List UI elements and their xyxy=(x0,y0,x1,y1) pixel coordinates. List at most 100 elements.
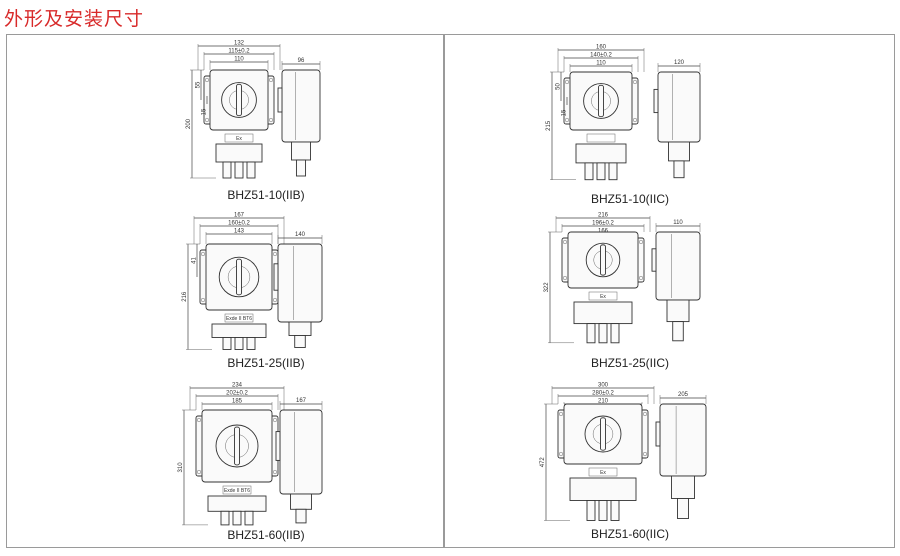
mounting-hole xyxy=(204,117,210,123)
model-caption: BHZ51-60(IIC) xyxy=(590,527,670,541)
offset-label: 15 xyxy=(562,109,568,116)
dimension-label: 196±0.2 xyxy=(592,221,614,227)
cable-gland xyxy=(220,510,230,526)
cable-gland xyxy=(586,323,596,344)
nameplate xyxy=(224,133,254,143)
side-cable-gland xyxy=(673,160,685,179)
side-handle xyxy=(277,87,283,113)
lower-housing xyxy=(215,143,263,163)
mounting-hole xyxy=(558,451,564,457)
dimension-label: 234 xyxy=(232,383,243,389)
switch-handle xyxy=(600,417,606,451)
dimension-label: 160 xyxy=(596,45,607,51)
nameplate-label: Exde II BT6 xyxy=(224,488,250,494)
nameplate-label: Exde II BT6 xyxy=(226,316,252,322)
mounting-hole xyxy=(200,297,206,303)
dimension-label: 160±0.2 xyxy=(228,221,250,227)
mounting-hole xyxy=(564,117,570,123)
side-depth-label: 167 xyxy=(296,398,307,404)
height-label: 200 xyxy=(186,118,192,129)
side-cable-gland xyxy=(295,159,307,177)
cable-gland xyxy=(598,500,608,521)
side-handle xyxy=(275,431,281,461)
height-label: 322 xyxy=(544,282,550,293)
cable-gland xyxy=(234,161,244,179)
mounting-hole xyxy=(196,469,202,475)
mounting-hole xyxy=(638,239,644,245)
side-lower-body xyxy=(291,141,311,161)
cable-gland xyxy=(610,323,620,344)
cable-gland xyxy=(222,337,232,350)
left-panel xyxy=(6,34,444,548)
side-handle xyxy=(273,263,279,291)
mounting-hole xyxy=(268,77,274,83)
lower-housing xyxy=(575,143,627,164)
cable-gland xyxy=(596,162,606,181)
mounting-hole xyxy=(632,117,638,123)
offset-label: 55 xyxy=(196,81,202,88)
height-label: 472 xyxy=(540,457,546,468)
nameplate-label: Ex xyxy=(236,136,242,142)
side-housing xyxy=(279,409,323,495)
model-caption: BHZ51-25(IIB) xyxy=(227,356,305,370)
dimension-label: 216 xyxy=(598,213,609,219)
side-housing xyxy=(657,71,701,143)
mounting-hole xyxy=(642,451,648,457)
dimension-label: 110 xyxy=(234,57,244,63)
mounting-hole xyxy=(638,275,644,281)
cable-gland xyxy=(246,337,256,350)
lower-housing xyxy=(573,301,633,325)
cable-gland xyxy=(598,323,608,344)
mounting-hole xyxy=(272,417,278,423)
cable-gland xyxy=(244,510,254,526)
height-label: 310 xyxy=(178,462,184,473)
side-housing xyxy=(281,69,321,143)
side-depth-label: 120 xyxy=(674,60,685,66)
side-handle xyxy=(655,421,661,447)
side-cable-gland xyxy=(295,508,307,524)
side-housing xyxy=(655,231,701,301)
nameplate-label: Ex xyxy=(600,294,606,300)
switch-handle xyxy=(598,84,604,118)
mounting-hole xyxy=(558,411,564,417)
dimension-label: 210 xyxy=(598,399,609,405)
side-lower-body xyxy=(288,321,312,336)
side-depth-label: 140 xyxy=(295,232,306,238)
offset-label: 50 xyxy=(556,83,562,90)
mounting-hole xyxy=(204,77,210,83)
switch-handle xyxy=(234,426,240,466)
cable-gland xyxy=(222,161,232,179)
side-cable-gland xyxy=(672,321,684,342)
cable-gland xyxy=(586,500,596,521)
nameplate xyxy=(586,133,616,143)
side-handle xyxy=(653,88,659,114)
dimension-label: 115±0.2 xyxy=(228,49,250,55)
side-lower-body xyxy=(671,475,695,499)
mounting-hole xyxy=(272,469,278,475)
side-lower-body xyxy=(668,141,690,162)
right-panel xyxy=(444,34,895,548)
page-title: 外形及安装尺寸 xyxy=(4,8,145,30)
mounting-hole xyxy=(200,251,206,257)
side-cable-gland xyxy=(677,498,689,519)
dimension-label: 300 xyxy=(598,383,609,389)
lower-housing xyxy=(211,323,267,338)
dimension-label: 280±0.2 xyxy=(592,391,614,397)
cable-gland xyxy=(232,510,242,526)
nameplate xyxy=(588,291,618,301)
model-caption: BHZ51-10(IIC) xyxy=(590,192,670,206)
dimension-label: 140±0.2 xyxy=(590,53,612,59)
mounting-hole xyxy=(564,79,570,85)
cable-gland xyxy=(246,161,256,179)
height-label: 215 xyxy=(546,120,552,131)
mounting-hole xyxy=(268,117,274,123)
nameplate-label: Ex xyxy=(600,470,606,476)
side-depth-label: 110 xyxy=(673,220,683,226)
mounting-hole xyxy=(196,417,202,423)
height-label: 216 xyxy=(182,291,188,302)
